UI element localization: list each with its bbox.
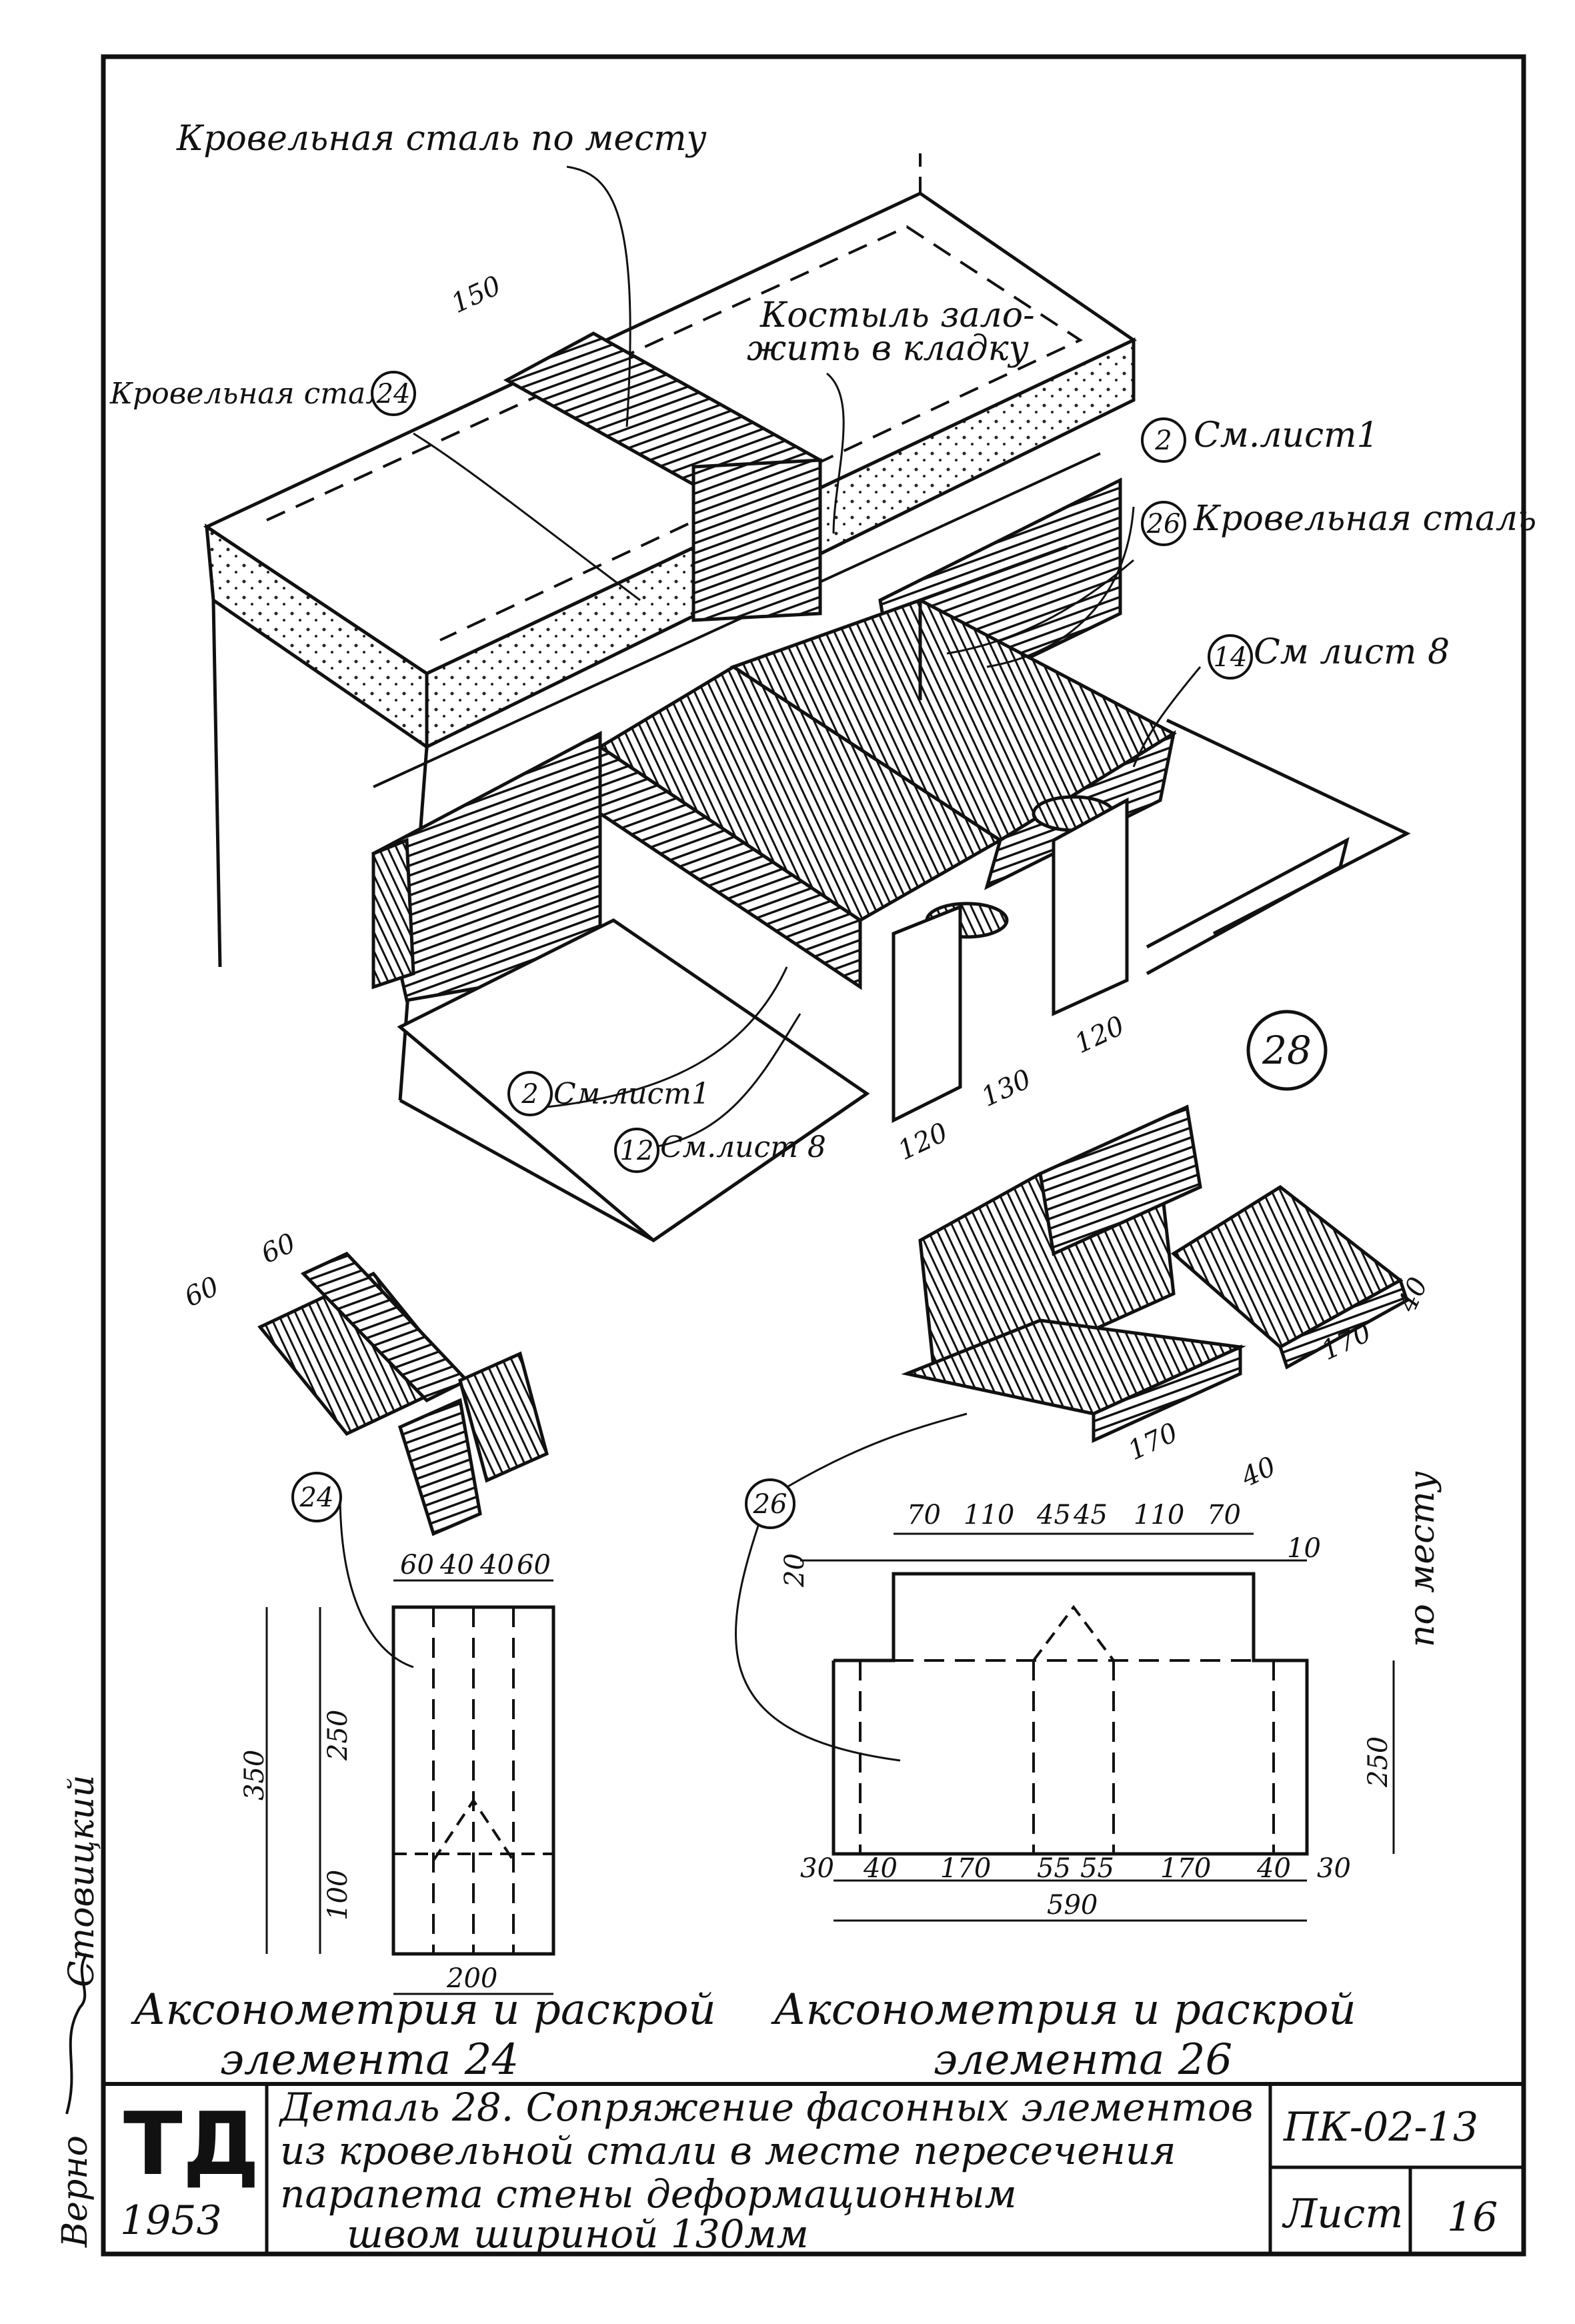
side-notes: Верно Стовицкий: [55, 1775, 102, 2248]
dim-60-top: 60: [257, 1228, 301, 1270]
title-block: ТД 1953 Деталь 28. Сопряжение фасонных э…: [120, 2085, 1498, 2257]
left-cover: [598, 744, 862, 990]
cut26-bottom-dim-8: 30: [1317, 1853, 1351, 1884]
drawing-code: ПК-02-13: [1283, 2104, 1478, 2151]
cut26-top-dim-1: 70: [907, 1500, 941, 1530]
cut26-bottom-dim-2: 40: [863, 1853, 898, 1884]
label-see-sheet1-top: См.лист1: [1194, 415, 1379, 455]
label-crutch-line1: Костыль зало-: [759, 295, 1035, 335]
cut26-top-dim-4: 45: [1073, 1500, 1108, 1530]
caption-axo24-line2: элемента 24: [220, 2035, 519, 2085]
dim-250-right: 250: [1363, 1736, 1394, 1788]
cut24-top-dim-2: 40: [439, 1550, 474, 1580]
caption-axo24-line1: Аксонометрия и раскрой: [131, 1985, 716, 2035]
signature: [65, 1953, 88, 2115]
cut26-bottom-dim-4: 55: [1037, 1853, 1071, 1884]
dim-200: 200: [446, 1963, 497, 1994]
leader-lines: [339, 165, 1202, 1762]
bubble-2-bottom: 2: [521, 1079, 538, 1110]
dim-350: 350: [239, 1750, 270, 1801]
desc-line3: парапета стены деформационным: [280, 2171, 1017, 2217]
dim-590: 590: [1047, 1890, 1098, 1921]
bubble-28: 28: [1262, 1028, 1312, 1073]
side-signer: Стовицкий: [62, 1775, 102, 1987]
side-verified: Верно: [55, 2135, 95, 2248]
bubble-26-top: 26: [1146, 509, 1181, 539]
bubble-24-bottom: 24: [299, 1482, 334, 1513]
dim-10: 10: [1287, 1533, 1321, 1564]
dim-150: 150: [447, 270, 506, 319]
label-roof-steel-in-place: Кровельная сталь по месту: [176, 119, 707, 159]
main-axonometric-view: [203, 153, 1411, 1243]
logo: ТД: [123, 2093, 259, 2195]
dim-60-left: 60: [180, 1271, 224, 1313]
cut26-bottom-dim-7: 40: [1256, 1853, 1291, 1884]
cut26-bottom-dim-5: 55: [1080, 1853, 1114, 1884]
dim-20: 20: [779, 1553, 810, 1588]
bubble-14: 14: [1214, 642, 1248, 673]
element-26-axonometric: [901, 1104, 1410, 1443]
cut26-top-dim-3: 45: [1036, 1500, 1071, 1530]
cut24-top-dim-1: 60: [400, 1550, 434, 1580]
bubble-2-top: 2: [1154, 425, 1172, 456]
desc-line2: из кровельной стали в месте пересечения: [280, 2128, 1176, 2173]
label-roof-steel-right: Кровельная сталь: [1193, 499, 1536, 539]
bubble-12: 12: [620, 1136, 654, 1166]
caption-axo26-line2: элемента 26: [934, 2035, 1232, 2085]
dim-120-top: 120: [1070, 1010, 1130, 1060]
sheet-frame: [101, 54, 1526, 2257]
cut26-top-dim-5: 110: [1134, 1500, 1184, 1530]
desc-line1: Деталь 28. Сопряжение фасонных элементов: [278, 2085, 1254, 2130]
dim-40-bottom: 40: [1236, 1451, 1280, 1494]
label-roof-steel-left: Кровельная сталь: [109, 377, 400, 411]
cut26-top-dim-6: 70: [1207, 1500, 1241, 1530]
cut-pattern-24: [265, 1579, 555, 1995]
cut26-bottom-dim-1: 30: [800, 1853, 834, 1884]
callout-labels: Кровельная сталь по месту Костыль зало- …: [109, 119, 1536, 1647]
cut26-bottom-dim-6: 170: [1160, 1853, 1211, 1884]
sheet-label: Лист: [1282, 2191, 1403, 2237]
year: 1953: [120, 2197, 222, 2244]
label-crutch-line2: жить в кладку: [747, 329, 1029, 369]
dim-130: 130: [977, 1064, 1036, 1113]
label-see-sheet8-top: См лист 8: [1254, 632, 1450, 672]
dim-100: 100: [323, 1870, 353, 1921]
bubble-24-top: 24: [376, 379, 411, 409]
desc-line4: швом шириной 130мм: [347, 2211, 809, 2257]
label-see-sheet1-bottom: См.лист1: [553, 1077, 710, 1111]
cut24-top-dim-3: 40: [479, 1550, 514, 1580]
position-bubbles: [291, 371, 1328, 1529]
dim-120-bottom: 120: [894, 1117, 953, 1166]
sheet-number: 16: [1447, 2194, 1498, 2241]
bubble-26-bottom: 26: [753, 1489, 787, 1520]
cut26-bottom-dim-3: 170: [940, 1853, 991, 1884]
cut24-top-dim-4: 60: [517, 1550, 551, 1580]
cut26-top-dim-2: 110: [964, 1500, 1014, 1530]
label-see-sheet8-bottom: См.лист 8: [660, 1130, 826, 1164]
label-in-place: по месту: [1402, 1471, 1442, 1647]
dim-250-left: 250: [323, 1710, 353, 1761]
caption-axo26-line1: Аксонометрия и раскрой: [771, 1985, 1356, 2035]
captions: Аксонометрия и раскрой элемента 24 Аксон…: [131, 1985, 1356, 2085]
element-24-axonometric: [257, 1251, 549, 1536]
cut-pattern-26: [800, 1532, 1395, 1922]
bubble-numbers: 24 2 26 14 2 12 28 24 26: [299, 379, 1312, 1520]
